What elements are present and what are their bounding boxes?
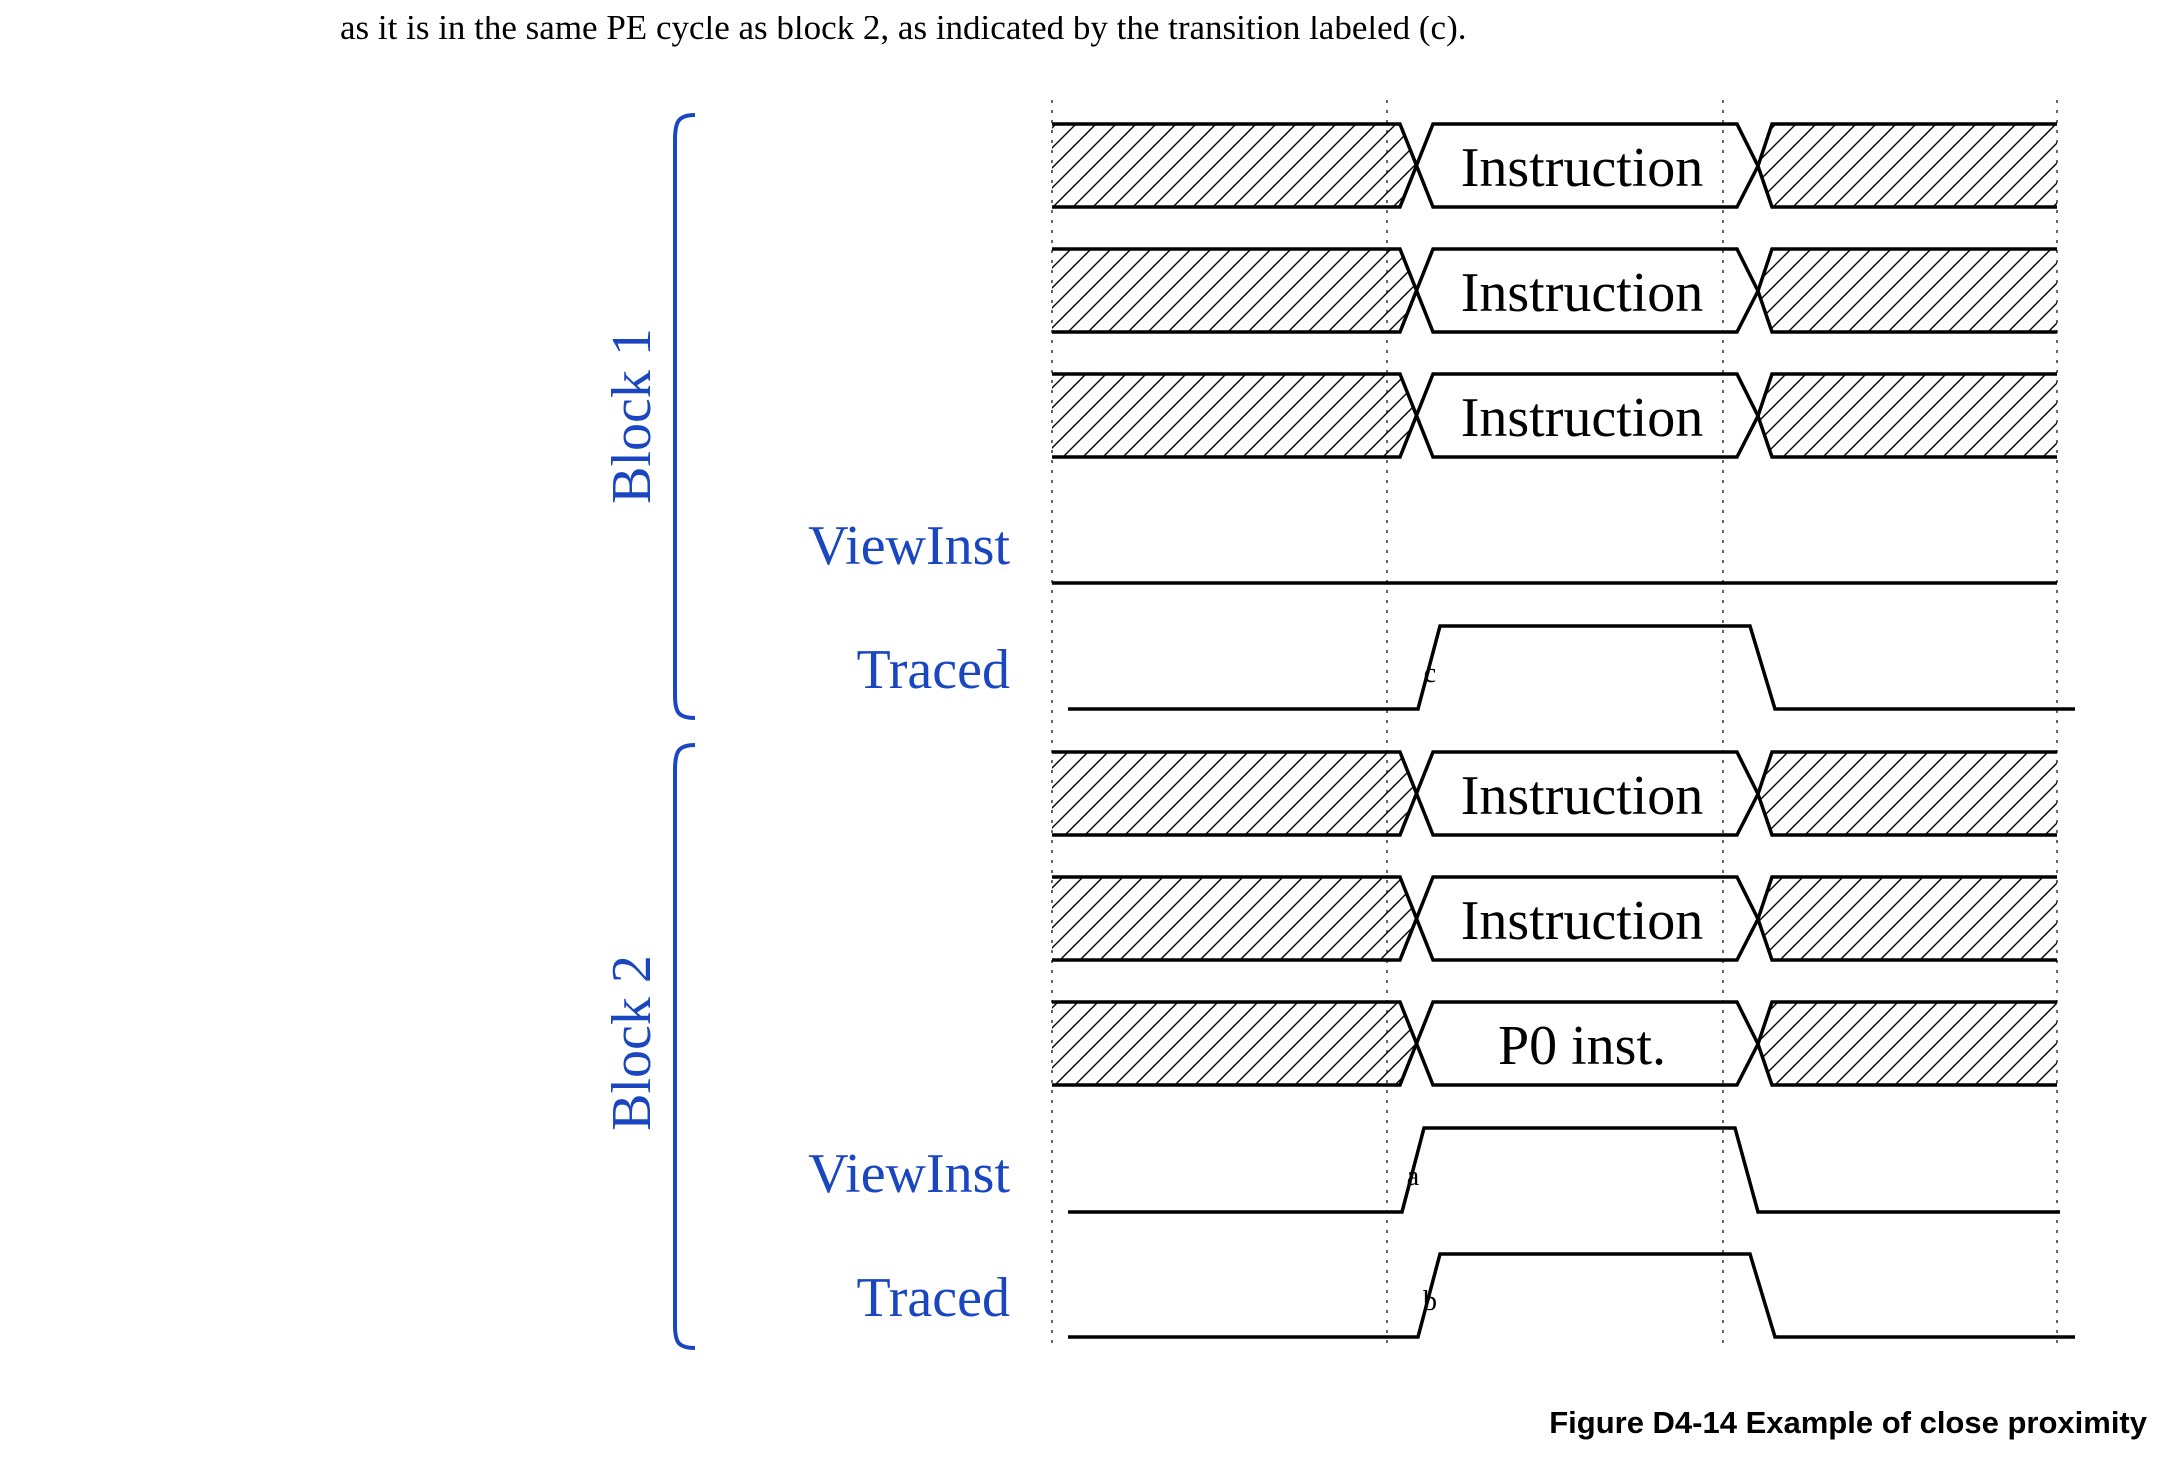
block1-traced-wave: [1068, 624, 2075, 711]
block2-bus-3-value: P0 inst.: [1498, 1015, 1666, 1077]
block2-bus-1: Instruction: [1052, 750, 2057, 837]
figure-caption: Figure D4-14 Example of close proximity: [1549, 1405, 2147, 1440]
intro-text-line: as it is in the same PE cycle as block 2…: [340, 8, 1467, 47]
block2-bus-2-value: Instruction: [1461, 890, 1704, 952]
block1-label: Block 1: [601, 328, 663, 504]
timing-diagram: Block 1 Block 2 ViewInst Traced ViewInst…: [601, 100, 2075, 1350]
block1-bus-1: Instruction: [1052, 122, 2057, 209]
block1-bus-2: Instruction: [1052, 247, 2057, 334]
block2-brace: [673, 743, 696, 1350]
block2-traced-transition-label: b: [1423, 1286, 1437, 1317]
block1-traced-transition-label: c: [1424, 658, 1436, 689]
block2-traced-label: Traced: [857, 1267, 1010, 1329]
block2-bus-3: P0 inst.: [1052, 1000, 2057, 1087]
block2-viewinst-transition-label: a: [1407, 1161, 1420, 1192]
block2-traced-wave: [1068, 1252, 2075, 1339]
block1-bus-2-value: Instruction: [1461, 262, 1704, 324]
block1-bus-1-value: Instruction: [1461, 137, 1704, 199]
clock-gridlines: [1051, 100, 2058, 1350]
block1-bus-3: Instruction: [1052, 372, 2057, 459]
block1-bus-3-value: Instruction: [1461, 387, 1704, 449]
block2-viewinst-label: ViewInst: [808, 1143, 1010, 1205]
block2-bus-2: Instruction: [1052, 875, 2057, 962]
block2-bus-1-value: Instruction: [1461, 765, 1704, 827]
block2-viewinst-wave: [1068, 1126, 2060, 1214]
block2-label: Block 2: [601, 955, 663, 1131]
block1-brace: [673, 113, 696, 720]
block1-traced-label: Traced: [857, 639, 1010, 701]
block1-viewinst-label: ViewInst: [808, 515, 1010, 577]
